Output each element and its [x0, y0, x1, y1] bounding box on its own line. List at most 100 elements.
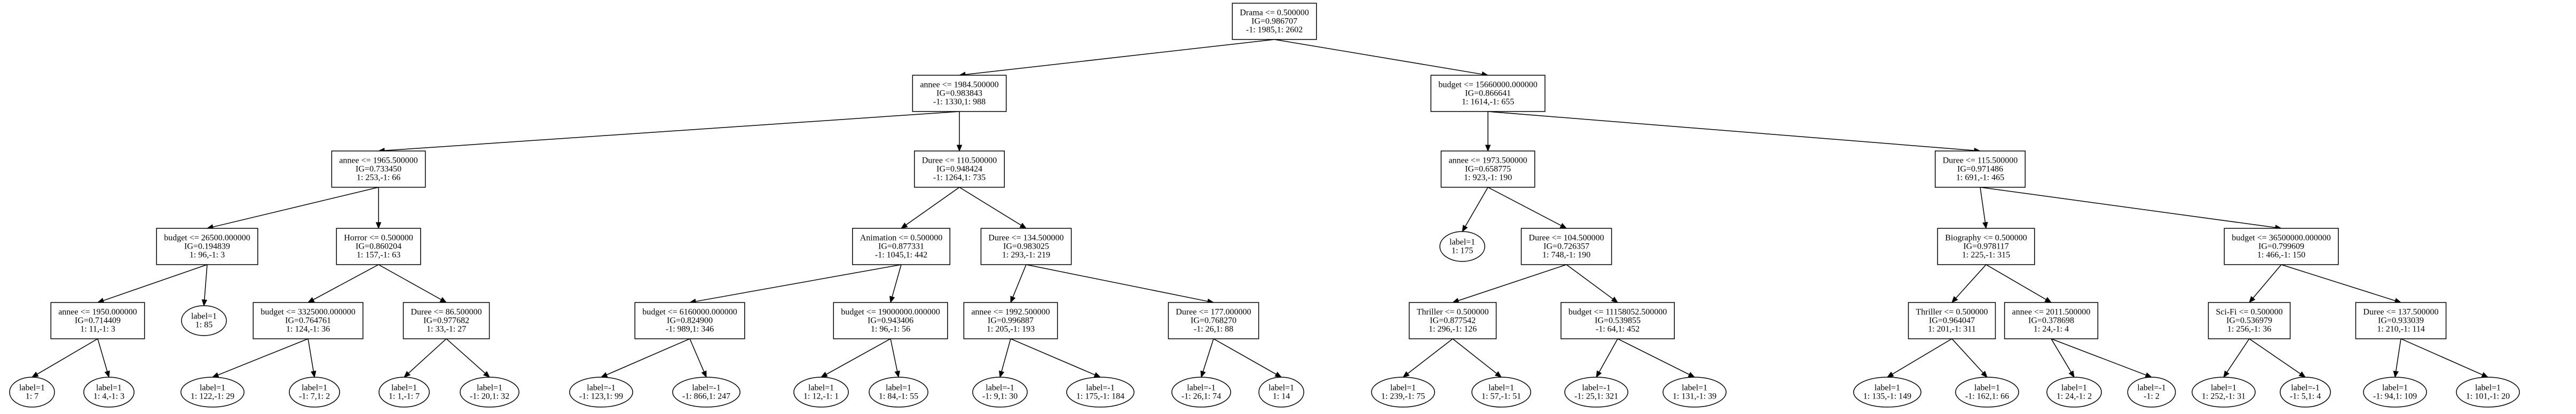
node-box: [1561, 302, 1675, 339]
edge-line: [1598, 338, 1618, 372]
leaf-node: label=11: 7: [9, 377, 55, 408]
node-ellipse: [672, 377, 740, 408]
arrowhead-icon: [1982, 221, 1988, 229]
split-condition: Sci-Fi <= 0.500000: [2216, 307, 2282, 316]
arrowhead-icon: [375, 222, 382, 229]
leaf-node: label=1-1: 162,1: 66: [1955, 377, 2019, 408]
information-gain: IG=0.824900: [667, 316, 713, 325]
node-box: [331, 150, 426, 188]
arrowhead-icon: [1596, 370, 1602, 378]
arrowhead-icon: [1951, 296, 1958, 303]
class-counts: -1: 25,1: 321: [1574, 392, 1618, 401]
leaf-node: label=11: 239,-1: 75: [1371, 377, 1435, 408]
node-box: [2355, 302, 2447, 339]
leaf-label: label=1: [1269, 383, 1294, 392]
information-gain: IG=0.536979: [2226, 316, 2272, 325]
node-box: [1521, 228, 1612, 265]
node-box: [403, 302, 490, 339]
edge-line: [1026, 264, 1208, 302]
node-ellipse: [460, 377, 519, 408]
class-counts: 1: 175: [1452, 246, 1473, 255]
edge-line: [1566, 264, 1613, 300]
node-ellipse: [2046, 377, 2102, 408]
edge-line: [1980, 187, 1986, 223]
leaf-label: label=1: [391, 383, 417, 392]
class-counts: -1: 1045,1: 442: [875, 250, 927, 259]
edge-line: [2400, 338, 2483, 376]
leaf-label: label=1: [1682, 383, 1707, 392]
class-counts: -1: 2: [2144, 392, 2160, 401]
arrowhead-icon: [310, 370, 317, 378]
node-box: [1408, 302, 1497, 339]
edge-line: [1213, 338, 1277, 375]
leaf-label: label=1: [2475, 383, 2501, 392]
node-ellipse: [9, 377, 55, 408]
arrowhead-icon: [2223, 370, 2230, 378]
edge-line: [1012, 264, 1027, 298]
information-gain: IG=0.764761: [285, 316, 331, 325]
class-counts: -1: 989,1: 346: [666, 324, 714, 333]
class-counts: 1: 24,-1: 4: [2034, 324, 2069, 333]
node-box: [336, 228, 421, 265]
leaf-node: label=11: 57,-1: 51: [1471, 377, 1531, 408]
leaf-node: label=-11: 175,-1: 184: [1066, 377, 1135, 408]
split-condition: budget <= 11158052.500000: [1569, 307, 1667, 316]
split-condition: budget <= 15660000.000000: [1438, 80, 1538, 89]
leaf-node: label=11: 14: [1258, 377, 1304, 408]
edge-line: [2051, 338, 2072, 372]
leaf-label: label=1: [96, 383, 122, 392]
node-ellipse: [289, 377, 340, 408]
class-counts: -1: 1985,1: 2602: [1246, 25, 1303, 34]
arrowhead-icon: [889, 296, 895, 304]
arrowhead-icon: [1402, 371, 1410, 378]
split-condition: budget <= 36500000.000000: [2232, 233, 2331, 242]
class-counts: 1: 691,-1: 465: [1956, 173, 2004, 182]
split-condition: Biography <= 0.500000: [1945, 233, 2027, 242]
node-ellipse: [793, 377, 849, 408]
class-counts: 1: 12,-1: 1: [803, 392, 839, 401]
leaf-node: label=-1-1: 866,1: 247: [672, 377, 740, 408]
edge-line: [1986, 264, 2046, 300]
arrowhead-icon: [2044, 297, 2052, 303]
split-condition: Duree <= 134.500000: [988, 233, 1064, 242]
arrowhead-icon: [2393, 370, 2399, 378]
information-gain: IG=0.726357: [1543, 242, 1589, 251]
edge-line: [1452, 338, 1497, 374]
edge-line: [1274, 39, 1483, 75]
information-gain: IG=0.996887: [988, 316, 1034, 325]
edge-line: [689, 338, 705, 372]
edge-line: [446, 338, 486, 374]
edge-line: [1010, 338, 1096, 376]
node-box: [852, 228, 950, 265]
class-counts: 1: 225,-1: 315: [1962, 250, 2010, 259]
information-gain: IG=0.733450: [356, 164, 401, 173]
class-counts: 1: 748,-1: 190: [1542, 250, 1590, 259]
leaf-node: label=-1-1: 9,1: 30: [972, 377, 1028, 408]
arrowhead-icon: [900, 222, 908, 229]
node-ellipse: [1439, 231, 1485, 262]
class-counts: -1: 9,1: 30: [982, 392, 1018, 401]
leaf-label: label=1: [302, 383, 327, 392]
class-counts: 1: 4,-1: 3: [93, 392, 124, 401]
class-counts: 1: 256,-1: 36: [2227, 324, 2271, 333]
edge-line: [1955, 264, 1987, 299]
node-ellipse: [1258, 377, 1304, 408]
node-ellipse: [569, 377, 633, 408]
class-counts: 1: 293,-1: 219: [1002, 250, 1050, 259]
arrowhead-icon: [956, 145, 963, 152]
leaf-label: label=1: [2382, 383, 2408, 392]
leaf-label: label=-1: [692, 383, 720, 392]
node-box: [156, 228, 258, 265]
edge-line: [212, 187, 379, 228]
arrowhead-icon: [2481, 372, 2489, 378]
node-ellipse: [1955, 377, 2019, 408]
information-gain: IG=0.539855: [1595, 316, 1641, 325]
class-counts: 1: 57,-1: 51: [1482, 392, 1521, 401]
leaf-label: label=1: [191, 312, 217, 321]
